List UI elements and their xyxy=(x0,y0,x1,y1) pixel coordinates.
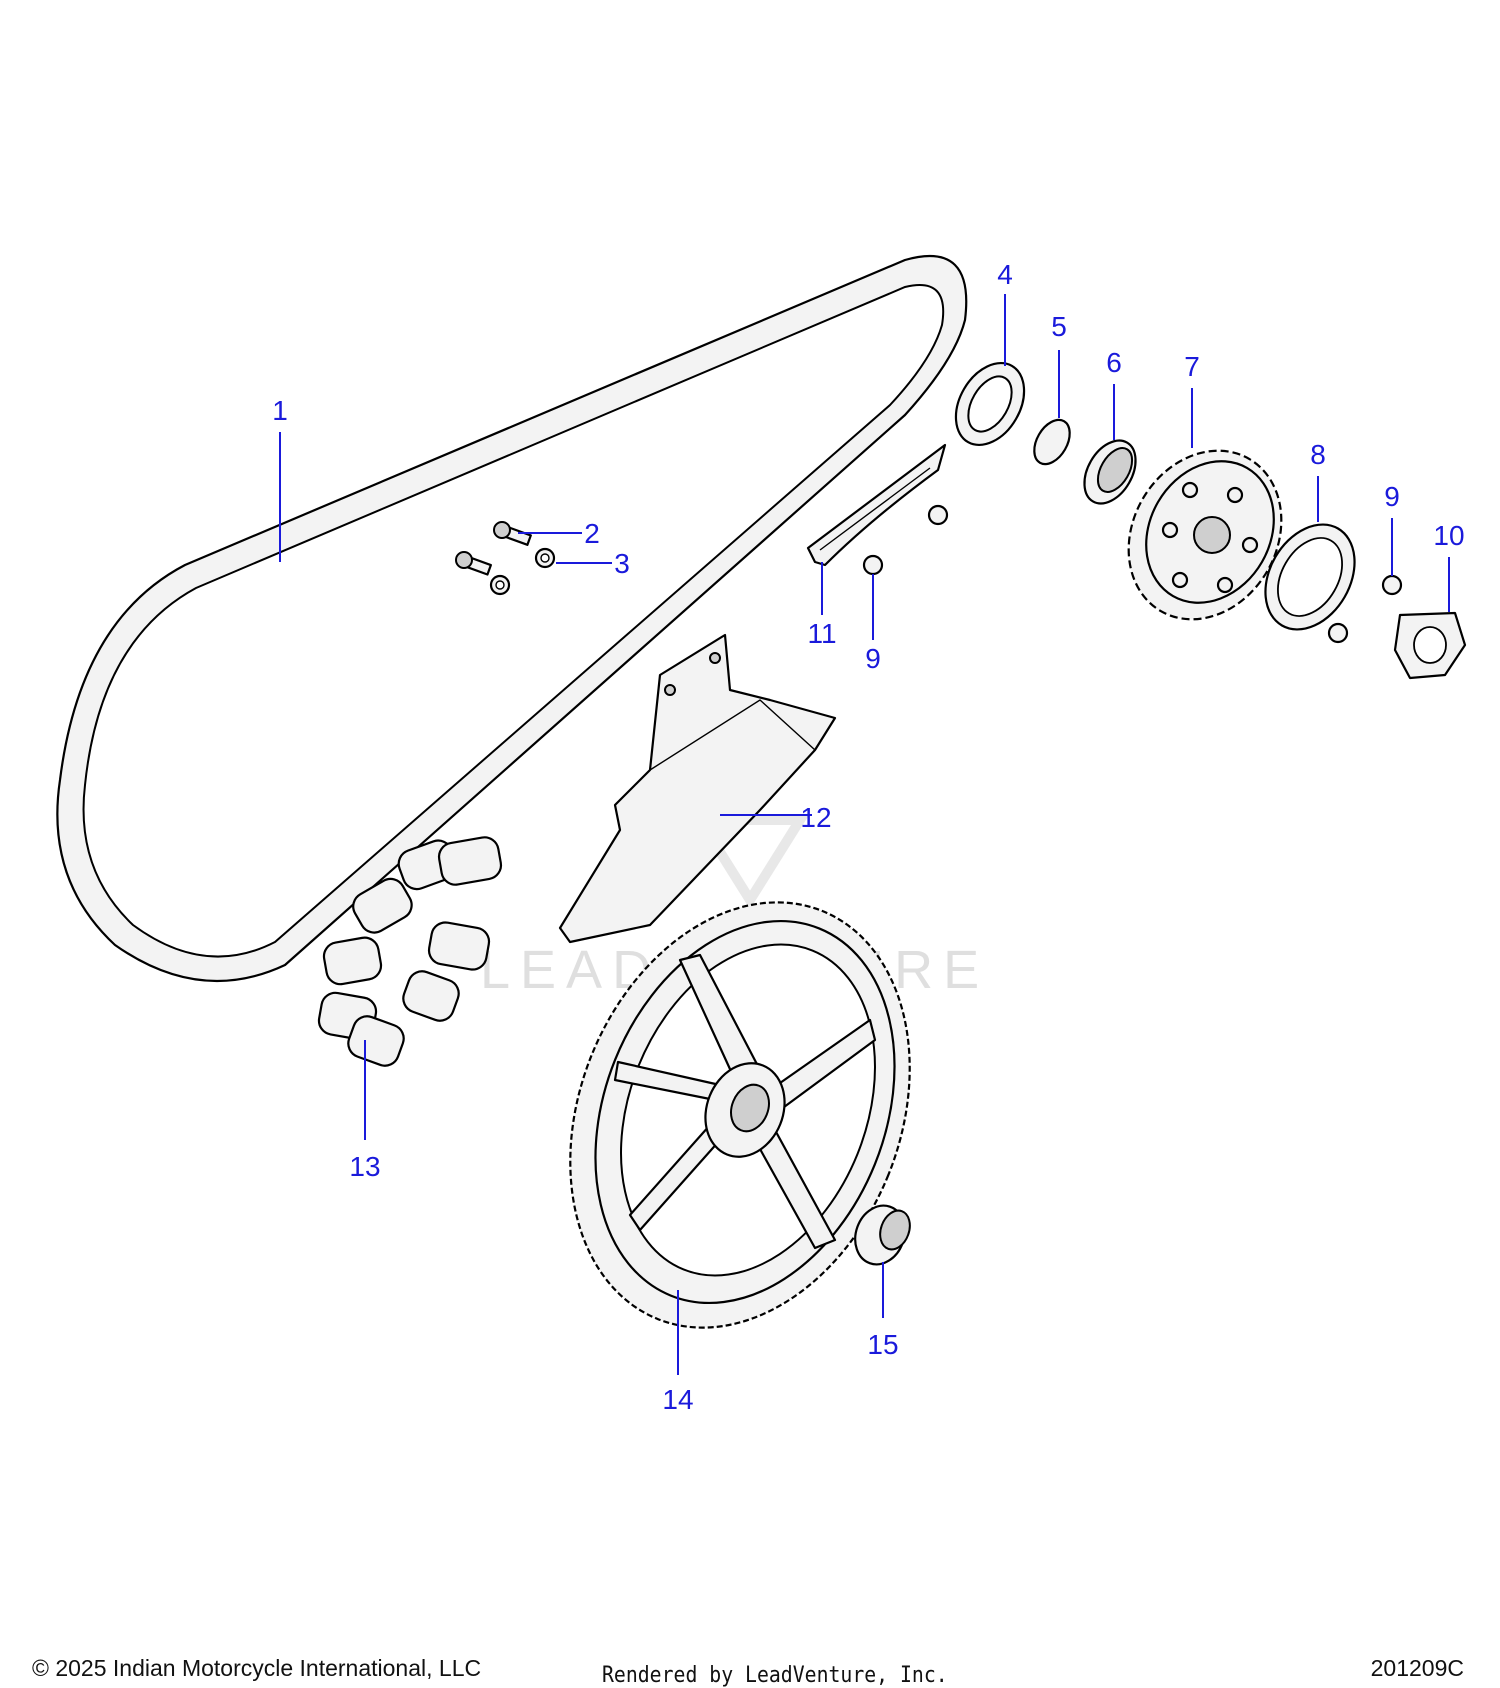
diagram-id: 201209C xyxy=(1370,1655,1464,1681)
callout-9-left: 9 xyxy=(865,574,881,674)
damper-cushions xyxy=(317,836,503,1067)
rendered-by-text: Rendered by LeadVenture, Inc. xyxy=(602,1663,948,1688)
svg-text:7: 7 xyxy=(1184,351,1200,382)
svg-text:2: 2 xyxy=(584,518,600,549)
callout-4: 4 xyxy=(997,259,1013,366)
belt-guard xyxy=(558,633,837,944)
callout-6: 6 xyxy=(1106,347,1122,440)
svg-text:11: 11 xyxy=(807,618,836,649)
belt-guard-bolts xyxy=(455,521,556,596)
svg-text:13: 13 xyxy=(349,1151,380,1182)
front-sprocket xyxy=(1127,449,1283,621)
svg-text:8: 8 xyxy=(1310,439,1326,470)
svg-text:15: 15 xyxy=(867,1329,898,1360)
callout-15: 15 xyxy=(867,1262,899,1360)
svg-text:5: 5 xyxy=(1051,311,1067,342)
callout-9-right: 9 xyxy=(1384,481,1400,576)
svg-text:14: 14 xyxy=(662,1384,693,1415)
svg-text:4: 4 xyxy=(997,259,1013,290)
callout-3: 3 xyxy=(556,548,630,579)
callout-12: 12 xyxy=(720,802,832,833)
callout-14: 14 xyxy=(662,1290,694,1415)
callout-1: 1 xyxy=(272,395,288,562)
callout-8: 8 xyxy=(1310,439,1326,522)
belt-guide-bracket xyxy=(806,443,947,567)
svg-text:6: 6 xyxy=(1106,347,1122,378)
svg-text:1: 1 xyxy=(272,395,288,426)
lock-plate xyxy=(1264,523,1356,631)
svg-text:10: 10 xyxy=(1433,520,1464,551)
bushing xyxy=(854,1204,911,1266)
drive-belt xyxy=(56,255,968,983)
copyright-text: © 2025 Indian Motorcycle International, … xyxy=(32,1655,482,1681)
small-bolts xyxy=(862,504,1403,644)
hex-nut xyxy=(1393,611,1467,680)
svg-text:3: 3 xyxy=(614,548,630,579)
callout-7: 7 xyxy=(1184,351,1200,448)
seal xyxy=(954,361,1026,447)
svg-text:12: 12 xyxy=(800,802,831,833)
callout-10: 10 xyxy=(1433,520,1465,612)
callout-5: 5 xyxy=(1051,311,1067,418)
spacer xyxy=(1083,439,1137,505)
svg-text:9: 9 xyxy=(1384,481,1400,512)
callout-13: 13 xyxy=(349,1040,381,1182)
callout-11: 11 xyxy=(807,562,837,649)
callout-2: 2 xyxy=(518,518,600,549)
rear-pulley xyxy=(569,901,911,1329)
svg-text:9: 9 xyxy=(865,643,881,674)
o-ring xyxy=(1033,418,1071,466)
